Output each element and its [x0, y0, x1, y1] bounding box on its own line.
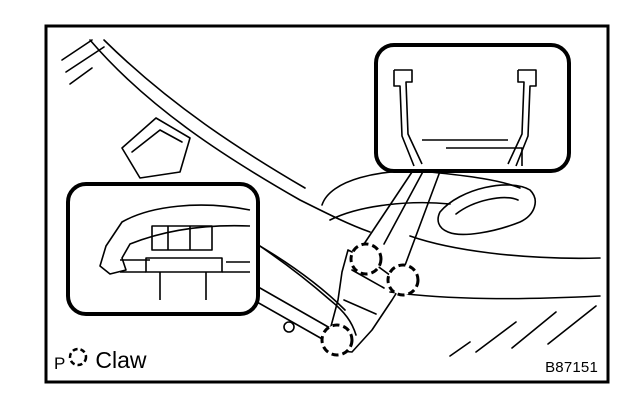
callout-pointer-left-a [259, 287, 331, 329]
legend-marker-letter: P [54, 354, 66, 373]
inset-claw-left [393, 69, 423, 167]
claw-marker-lower [320, 323, 354, 357]
diagram-frame [44, 24, 610, 384]
hatch-lines-top-left [61, 39, 105, 85]
body-outline-right-lower [389, 291, 601, 300]
inset-body-surface [422, 139, 523, 166]
legend-label: Claw [95, 346, 147, 373]
inset-clip-head [151, 225, 213, 251]
side-handle [437, 184, 536, 236]
inset-claw-right [507, 69, 537, 167]
inset-trim-hook [99, 204, 251, 275]
callout-pointer-top-b [403, 165, 443, 269]
trim-clip-piece-inner [343, 269, 385, 315]
inset-clip-head-lines [167, 226, 191, 250]
figure-id: B87151 [545, 359, 598, 376]
bolt-hole [283, 321, 295, 333]
detail-inset-left [66, 182, 260, 316]
side-handle-inner [455, 196, 519, 215]
legend: P Claw [54, 345, 146, 375]
callout-pointer-left-b [249, 297, 325, 341]
body-outline-right [409, 235, 601, 260]
callout-pointer-top-c [363, 165, 417, 245]
inset-body-panel [120, 259, 250, 273]
panel-outline-top-inner [103, 39, 306, 189]
seat-panel-edge [329, 201, 451, 221]
claw-marker-upper [349, 242, 383, 276]
panel-outline-top [89, 39, 371, 233]
hatch-lines-bottom-right [449, 305, 597, 357]
claw-marker-right [386, 263, 420, 297]
dashed-circle-icon [69, 347, 88, 367]
detail-inset-upper [374, 43, 571, 173]
panel-outline-lower-inner [259, 245, 346, 311]
bracket-upper-left-edge [131, 129, 183, 153]
bracket-upper-left [121, 117, 191, 179]
callout-pointer-top-a [383, 165, 427, 245]
